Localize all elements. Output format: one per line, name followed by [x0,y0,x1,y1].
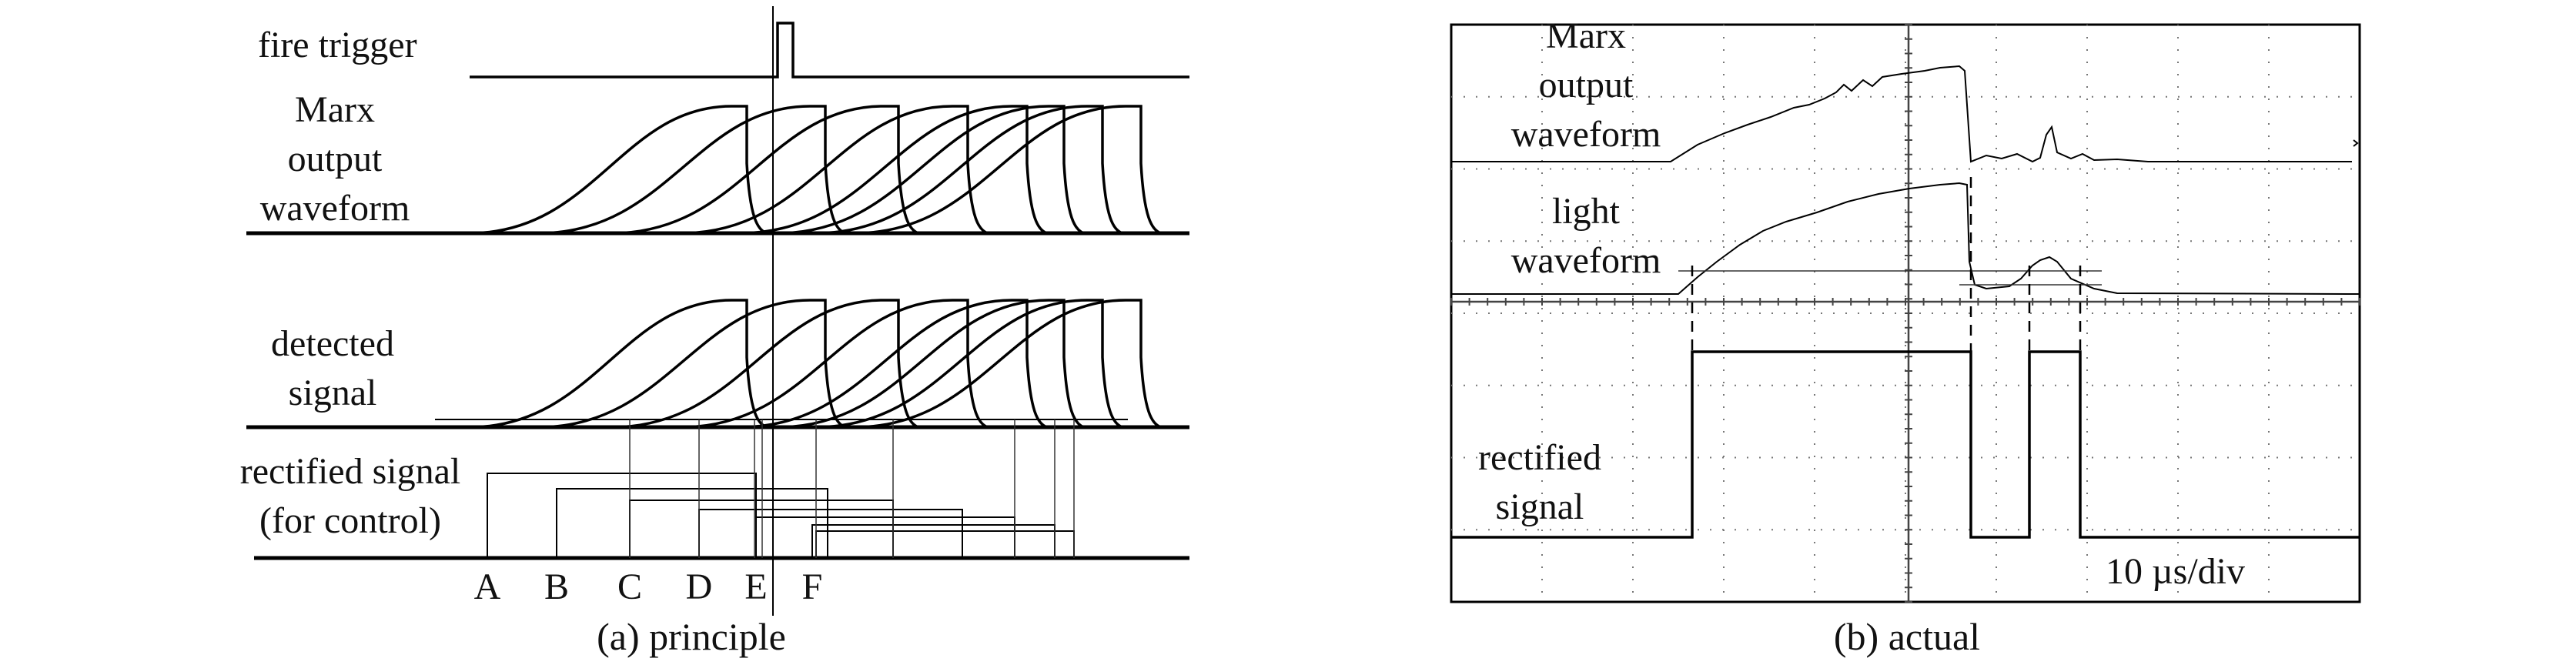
marx-waveform-curve [815,105,1123,235]
detected-signal-curve [854,299,1162,429]
marx-label-line3: waveform [260,188,410,229]
trigger-level-marker [2353,139,2359,147]
marx-label-line1: Marx [295,89,375,130]
detected-signal-curve [611,299,919,429]
marx-waveform-curve [611,105,919,235]
fire-trigger-trace [470,22,1189,79]
detected-signal-family [469,299,1162,429]
actual-marx-label-line2: output [1539,65,1634,105]
marker-f: F [802,566,823,607]
oscilloscope-grid [1451,25,2360,602]
fire-trigger-label: fire trigger [258,25,417,65]
time-scale-label: 10 µs/div [2106,551,2245,592]
panel-actual: Marx output waveform light waveform rect… [1450,15,2361,658]
rectified-pulse [487,473,757,558]
panel-principle: fire trigger Marx output waveform detect… [240,6,1189,658]
marker-b: B [544,566,569,607]
marx-waveform-curve [681,105,989,235]
rectified-pulse-family [487,473,1075,558]
actual-light-label-line1: light [1552,191,1621,232]
marx-waveform-curve [854,105,1162,235]
rectified-pulse [811,524,1055,558]
rectified-label-line1: rectified signal [240,451,461,492]
marx-waveform-curve [538,105,846,235]
rectified-pulse [556,488,828,558]
detected-signal-curve [538,299,846,429]
detected-label-line1: detected [271,323,394,364]
marker-a: A [474,566,501,607]
actual-marx-label-line3: waveform [1511,114,1661,155]
caption-principle: (a) principle [597,615,786,658]
marx-waveform-trace [1451,65,2352,163]
light-waveform-trace [1451,182,2360,295]
rectified-pulse [755,516,1015,558]
marx-label-line2: output [288,139,383,179]
rectified-pulse [815,530,1075,558]
marx-waveform-family [469,105,1162,235]
axis-ticks [1450,24,2360,603]
marker-e: E [744,566,767,607]
detected-signal-curve [681,299,989,429]
threshold-crossing-lines [629,419,1075,558]
rectified-label-line2: (for control) [259,500,441,541]
marker-d: D [686,566,713,607]
detected-signal-curve [777,299,1085,429]
detected-signal-curve [815,299,1123,429]
actual-light-label-line2: waveform [1511,240,1661,281]
actual-rectified-label-line2: signal [1496,486,1584,527]
detected-label-line2: signal [289,373,377,413]
marker-c: C [617,566,642,607]
marx-waveform-curve [777,105,1085,235]
detected-signal-curve [740,299,1048,429]
actual-rectified-label-line1: rectified [1478,437,1601,478]
actual-marx-label-line1: Marx [1546,15,1626,56]
caption-actual: (b) actual [1834,615,1980,658]
marx-waveform-curve [740,105,1048,235]
rectified-signal-trace [1451,350,2360,539]
